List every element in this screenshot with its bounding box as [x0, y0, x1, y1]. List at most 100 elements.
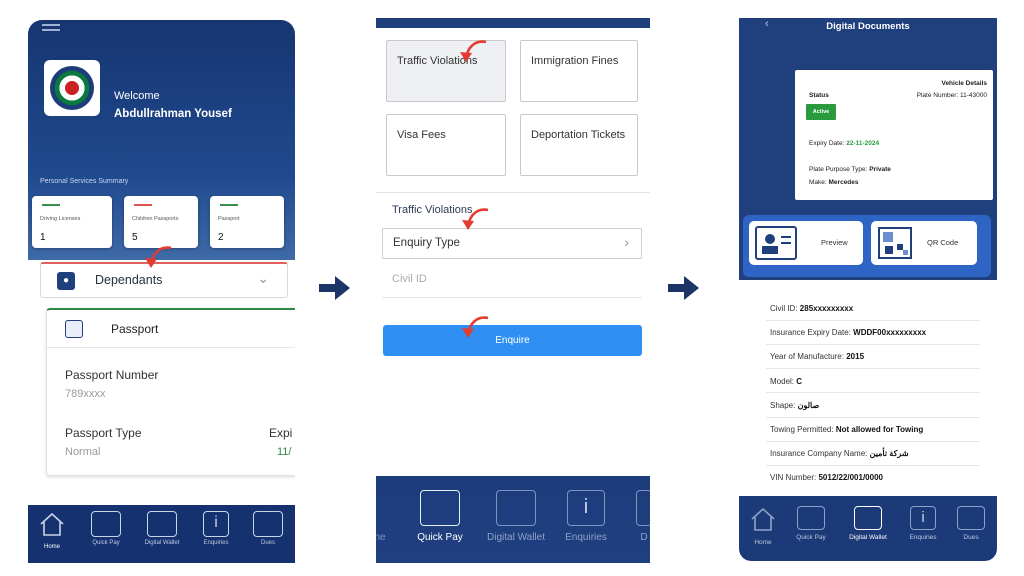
nav-digital-wallet[interactable]: Digital Wallet — [136, 511, 188, 546]
nav-label: Enquiries — [565, 532, 607, 543]
dependants-dropdown[interactable]: ● Dependants ⌄ — [40, 262, 288, 298]
flow-arrow-icon — [668, 276, 699, 300]
make-row: Make: Mercedes — [809, 179, 859, 186]
nav-label: Enquiries — [203, 540, 229, 546]
form-title: Traffic Violations — [392, 204, 473, 216]
home-icon — [40, 512, 64, 536]
preview-button[interactable]: Preview — [749, 221, 863, 265]
tile-visa-fees[interactable]: Visa Fees — [386, 114, 506, 176]
tile-label: Immigration Fines — [531, 55, 619, 67]
nav-dues-partial[interactable]: D — [634, 490, 650, 543]
dependants-label: Dependants — [95, 273, 163, 287]
info-value: صالون — [797, 401, 820, 410]
summary-card-driving[interactable]: Driving Licenses 1 — [32, 196, 112, 248]
divider — [766, 417, 980, 418]
nav-quick-pay[interactable]: Quick Pay — [789, 506, 833, 541]
nav-label: D — [640, 532, 648, 543]
nav-dues[interactable]: Dues — [949, 506, 993, 541]
info-value: 5012/22/001/0000 — [818, 473, 883, 482]
info-label: Shape: — [770, 401, 796, 410]
info-value: Not allowed for Towing — [835, 425, 924, 434]
summary-card-children[interactable]: Children Passports 5 — [124, 196, 198, 248]
menu-icon-line — [42, 29, 60, 31]
civil-id-input[interactable]: Civil ID — [392, 273, 427, 285]
info-label: Insurance Company Name: — [770, 449, 868, 458]
wallet-icon — [91, 511, 121, 537]
card-value: 5 — [132, 232, 138, 243]
info-value: WDDF00xxxxxxxxx — [853, 328, 927, 337]
digital-wallet-icon — [854, 506, 882, 530]
tile-deportation-tickets[interactable]: Deportation Tickets — [520, 114, 638, 176]
enquire-button[interactable]: Enquire — [383, 325, 642, 356]
info-value: 2015 — [846, 352, 865, 361]
info-label: Civil ID: — [770, 304, 798, 313]
passport-title: Passport — [111, 322, 159, 336]
info-icon: i — [910, 506, 936, 530]
info-row: Shape: صالون — [770, 401, 980, 410]
summary-title: Personal Services Summary — [40, 178, 129, 185]
nav-label: Dues — [260, 540, 275, 546]
nav-quick-pay[interactable]: Quick Pay — [84, 511, 128, 546]
home-icon — [751, 507, 775, 531]
tile-immigration-fines[interactable]: Immigration Fines — [520, 40, 638, 102]
tile-traffic-violations[interactable]: Traffic Violations — [386, 40, 506, 102]
digital-wallet-icon — [147, 511, 177, 537]
info-row: Model: C — [770, 377, 980, 386]
nav-digital-wallet[interactable]: Digital Wallet — [839, 506, 897, 541]
menu-icon[interactable] — [42, 24, 60, 26]
nav-label: Enquiries — [909, 534, 937, 541]
enquiry-type-select[interactable]: Enquiry Type › — [382, 228, 642, 259]
profile-header: Welcome Abdullrahman Yousef Personal Ser… — [28, 20, 295, 260]
tile-label: Deportation Tickets — [531, 129, 626, 141]
nav-home[interactable]: Home — [743, 504, 783, 546]
card-label: Children Passports — [132, 216, 179, 222]
expiry-label: Expiry Date: — [809, 140, 845, 147]
passport-type-label: Passport Type — [65, 426, 142, 440]
divider — [382, 297, 642, 298]
preview-label: Preview — [821, 238, 848, 247]
tile-label: Traffic Violations — [397, 55, 478, 67]
digital-documents-screen: ‹ Digital Documents Vehicle Details Plat… — [739, 18, 997, 561]
qr-code-button[interactable]: QR Code — [871, 221, 977, 265]
nav-home-partial[interactable]: ne — [376, 532, 386, 543]
nav-digital-wallet[interactable]: Digital Wallet — [480, 490, 552, 543]
divider — [766, 368, 980, 369]
pointer-annotation-icon — [462, 316, 489, 338]
info-row: Insurance Company Name: شركة تأمين — [770, 449, 980, 458]
back-icon[interactable]: ‹ — [765, 18, 769, 30]
card-indicator — [134, 204, 152, 206]
status-label: Status — [809, 92, 829, 99]
nav-enquiries[interactable]: i Enquiries — [194, 511, 238, 546]
wallet-icon — [797, 506, 825, 530]
wallet-icon — [420, 490, 460, 526]
divider — [766, 320, 980, 321]
divider — [766, 392, 980, 393]
documents-header: ‹ Digital Documents Vehicle Details Plat… — [739, 18, 997, 280]
page-title: Digital Documents — [826, 21, 910, 32]
dues-icon — [957, 506, 985, 530]
nav-enquiries[interactable]: i Enquiries — [558, 490, 614, 543]
plate-purpose-row: Plate Purpose Type: Private — [809, 166, 891, 173]
expiry-label: Expi — [269, 426, 293, 440]
summary-card-passport[interactable]: Passport 2 — [210, 196, 284, 248]
vehicle-info-list: Civil ID: 285xxxxxxxxx Insurance Expiry … — [748, 292, 985, 502]
pointer-annotation-icon — [460, 40, 487, 62]
nav-label: Dues — [963, 534, 979, 541]
expiry-row: Expiry Date: 22-11-2024 — [809, 140, 879, 147]
make-label: Make: — [809, 179, 827, 186]
digital-wallet-icon — [496, 490, 536, 526]
info-label: VIN Number: — [770, 473, 817, 482]
nav-quick-pay[interactable]: Quick Pay — [410, 490, 470, 543]
nav-home[interactable]: Home — [32, 509, 72, 550]
nav-label: Digital Wallet — [144, 540, 180, 546]
info-icon: i — [203, 511, 229, 537]
card-indicator — [42, 204, 60, 206]
passport-card[interactable]: Passport Passport Number 789xxxx Passpor… — [46, 308, 295, 476]
nav-enquiries[interactable]: i Enquiries — [901, 506, 945, 541]
info-row: VIN Number: 5012/22/001/0000 — [770, 473, 980, 482]
user-name: Abdullrahman Yousef — [114, 108, 232, 120]
nav-dues[interactable]: Dues — [246, 511, 290, 546]
person-icon: ● — [57, 272, 75, 290]
top-bar — [376, 18, 650, 28]
qr-code-icon — [878, 227, 912, 259]
